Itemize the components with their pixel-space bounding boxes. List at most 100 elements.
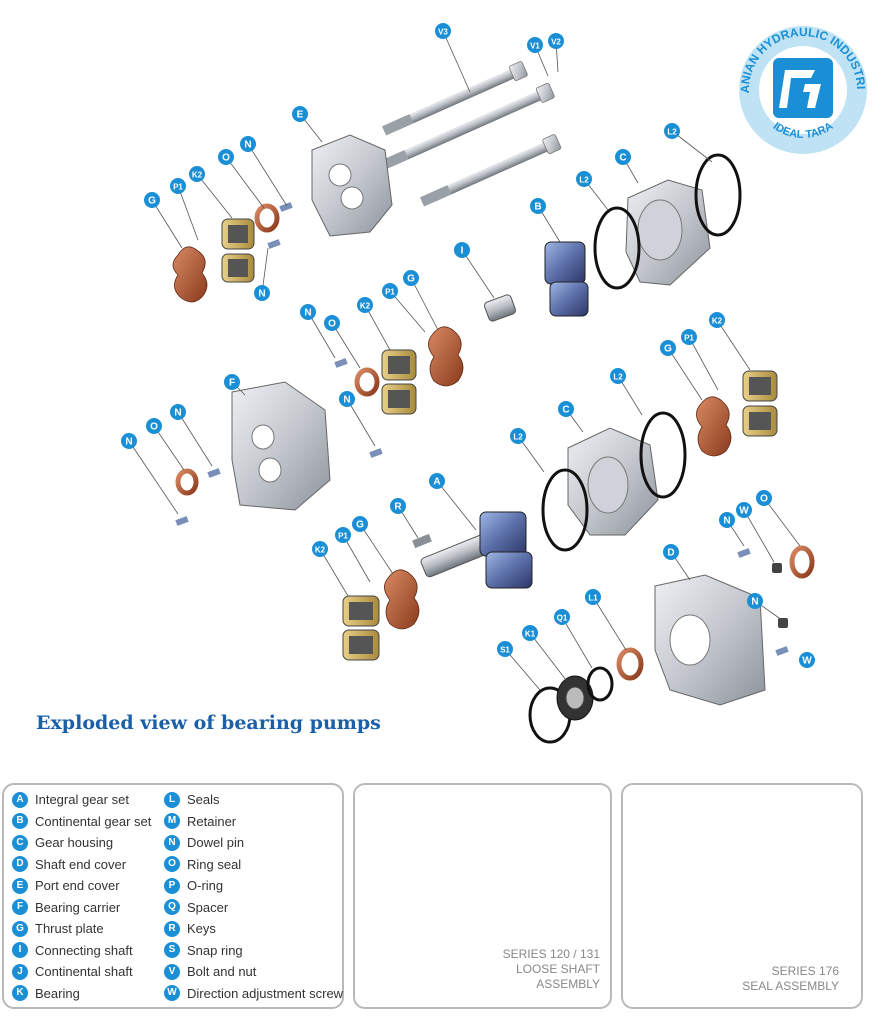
gear-housing-c-mid (541, 411, 687, 552)
connecting-shaft-i (484, 294, 516, 322)
callout-label: W (802, 656, 812, 667)
legend-label: O-ring (187, 878, 224, 894)
callout-badge (335, 527, 351, 543)
panel2-caption-line: LOOSE SHAFT (515, 962, 600, 976)
legend-key-badge: B (12, 813, 28, 830)
mid-seal-group (334, 326, 464, 458)
series-176-panel: SERIES 176 SEAL ASSEMBLY (621, 783, 863, 1009)
callout-badge (681, 329, 697, 345)
legend-key-badge: I (12, 942, 28, 959)
callout-badge (497, 641, 513, 657)
callout-label: O (150, 422, 158, 433)
legend-label: Continental gear set (35, 813, 152, 829)
callout-badge (357, 297, 373, 313)
legend-label: Ring seal (187, 856, 242, 872)
legend-key-badge: W (164, 985, 180, 1002)
callout-label: N (723, 516, 730, 527)
callout-label: C (562, 405, 569, 416)
callout-badge (660, 340, 676, 356)
legend-key-badge: N (164, 834, 180, 851)
callout-badge (189, 166, 205, 182)
callout-label: P1 (385, 288, 395, 297)
legend-key-badge: C (12, 834, 28, 851)
legend-key-badge: M (164, 813, 180, 830)
callout-label: L1 (588, 594, 598, 603)
callout-label: P1 (684, 334, 694, 343)
callout-label: N (343, 395, 350, 406)
continental-gear-set-b (544, 241, 589, 317)
legend-key-badge: A (12, 791, 28, 808)
callout-badge (554, 609, 570, 625)
figure-title: Exploded view of bearing pumps (36, 712, 381, 734)
shaft-seal-group (528, 647, 644, 744)
series-120-131-panel: SERIES 120 / 131 LOOSE SHAFT ASSEMBLY (353, 783, 612, 1009)
callout-badge (558, 401, 574, 417)
callout-label: K2 (712, 317, 723, 326)
callout-badge (170, 404, 186, 420)
legend-label: Spacer (187, 899, 229, 915)
callout-label: D (667, 548, 674, 559)
callout-label: A (433, 477, 440, 488)
callout-badge (756, 490, 772, 506)
callout-badge (352, 516, 368, 532)
callout-label: G (356, 520, 364, 531)
callout-label: O (222, 153, 230, 164)
legend-key-badge: K (12, 985, 28, 1002)
legend-label: Gear housing (35, 835, 114, 851)
callout-label: L2 (613, 373, 623, 382)
callout-badge (548, 33, 564, 49)
callout-label: L2 (579, 176, 589, 185)
legend-label: Keys (187, 921, 216, 937)
callout-badge (390, 498, 406, 514)
callout-label: G (664, 344, 672, 355)
legend-label: Integral gear set (35, 792, 129, 808)
legend-label: Bolt and nut (187, 964, 257, 980)
callout-badge (719, 512, 735, 528)
callout-badge (382, 283, 398, 299)
callout-badge (170, 178, 186, 194)
callout-label: K2 (315, 546, 326, 555)
callout-badge (527, 37, 543, 53)
panel3-caption-line: SEAL ASSEMBLY (742, 979, 839, 993)
callout-label: I (461, 246, 464, 257)
legend-item: M Retainer (164, 811, 343, 833)
callout-badge (615, 149, 631, 165)
callout-label: V1 (530, 42, 540, 51)
legend-key-badge: R (164, 920, 180, 937)
panel2-caption-line: ASSEMBLY (536, 977, 600, 991)
callout-badge (312, 541, 328, 557)
callout-label: R (394, 502, 402, 513)
legend-item: R Keys (164, 918, 343, 940)
callout-label: N (244, 140, 251, 151)
legend-label: Shaft end cover (35, 856, 127, 872)
callout-badge (240, 136, 256, 152)
legend-label: Seals (187, 792, 220, 808)
legend-label: Port end cover (35, 878, 120, 894)
legend-key-badge: Q (164, 899, 180, 916)
callout-label: K2 (192, 171, 203, 180)
callout-badge (254, 285, 270, 301)
callout-badge (709, 312, 725, 328)
callout-badge (736, 502, 752, 518)
callout-badge (530, 198, 546, 214)
bolts-v (377, 61, 562, 207)
legend-key-badge: P (164, 877, 180, 894)
leader-lines (128, 30, 801, 691)
callout-badge (144, 192, 160, 208)
legend-label: Bearing carrier (35, 899, 121, 915)
legend-label: Retainer (187, 813, 237, 829)
port-end-cover-e (311, 134, 393, 237)
legend-key-badge: S (164, 942, 180, 959)
callout-label: V3 (438, 28, 448, 37)
callout-badge (576, 171, 592, 187)
callout-badge (218, 149, 234, 165)
